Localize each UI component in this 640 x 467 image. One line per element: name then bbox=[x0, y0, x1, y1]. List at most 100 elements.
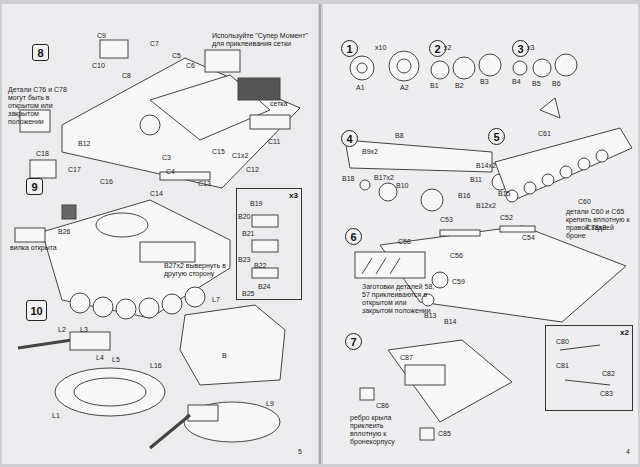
part-label: C11 bbox=[268, 138, 280, 146]
part-label: C7 bbox=[150, 40, 159, 48]
part-label: C78x2 bbox=[586, 224, 606, 232]
part-label: C17 bbox=[68, 166, 81, 174]
part-label: L1 bbox=[52, 412, 60, 420]
part-label: B15 bbox=[498, 190, 510, 198]
part-label: C80 bbox=[556, 338, 569, 346]
step-label: 1 bbox=[346, 43, 352, 55]
note-text: B27x2 вывернуть в другую сторону bbox=[164, 262, 228, 278]
part-label: L4 bbox=[96, 354, 104, 362]
part-label: C61 bbox=[538, 130, 551, 138]
part-label: C53 bbox=[440, 216, 453, 224]
part-label: B18 bbox=[342, 175, 354, 183]
part-label: вилка открыта bbox=[10, 244, 57, 252]
part-label: C87 bbox=[400, 354, 413, 362]
step-number: 10 bbox=[26, 300, 47, 321]
step-label: 3 bbox=[517, 43, 523, 55]
part-label: B25 bbox=[242, 290, 254, 298]
step-number: 3 bbox=[512, 40, 529, 57]
step-label: 6 bbox=[350, 231, 356, 243]
note-text: Используйте "Супер Момент" для приклеива… bbox=[212, 32, 312, 48]
step-number: 6 bbox=[345, 228, 362, 245]
part-label: B3 bbox=[480, 78, 489, 86]
step-label: 5 bbox=[493, 131, 499, 143]
part-label: B21 bbox=[242, 230, 254, 238]
part-label: A1 bbox=[356, 84, 365, 92]
part-label: x2 bbox=[444, 44, 451, 52]
part-label: B2 bbox=[455, 82, 464, 90]
step-label: 7 bbox=[350, 336, 356, 348]
part-label: B22 bbox=[254, 262, 266, 270]
part-label: C52 bbox=[500, 214, 513, 222]
step-number: 1 bbox=[341, 40, 358, 57]
part-label: C14 bbox=[150, 190, 163, 198]
part-label: A2 bbox=[400, 84, 409, 92]
step-label: 10 bbox=[30, 305, 42, 317]
note-text: ребро крыла приклеить вплотную к бронеко… bbox=[350, 414, 406, 446]
note-text: Детали C76 и C78 могут быть в открытом и… bbox=[8, 86, 68, 126]
part-label: сетка bbox=[270, 100, 287, 108]
part-label: B8 bbox=[395, 132, 404, 140]
part-label: C1x2 bbox=[232, 152, 248, 160]
part-label: L5 bbox=[112, 356, 120, 364]
part-label: x3 bbox=[527, 44, 534, 52]
note-text: Заготовки деталей 58, 57 приклеиваются в… bbox=[362, 283, 436, 315]
part-label: B13 bbox=[424, 312, 436, 320]
step-label: 2 bbox=[434, 43, 440, 55]
part-label: B14x2 bbox=[476, 162, 496, 170]
part-label: C15 bbox=[212, 148, 225, 156]
step-number: 7 bbox=[345, 333, 362, 350]
part-label: C13 bbox=[198, 180, 211, 188]
step-number: 8 bbox=[32, 44, 49, 61]
part-label: B bbox=[222, 352, 227, 360]
part-label: B24 bbox=[258, 283, 270, 291]
part-label: C10 bbox=[92, 62, 105, 70]
step-number: 4 bbox=[341, 130, 358, 147]
part-label: B4 bbox=[512, 78, 521, 86]
part-label: C56 bbox=[450, 252, 463, 260]
part-label: C5 bbox=[172, 52, 181, 60]
part-label: 4 bbox=[626, 448, 630, 456]
part-label: B19 bbox=[250, 200, 262, 208]
part-label: B12 bbox=[78, 140, 90, 148]
left-page bbox=[2, 4, 318, 464]
part-label: C59 bbox=[452, 278, 465, 286]
part-label: B23 bbox=[238, 256, 250, 264]
step-label: 8 bbox=[37, 47, 43, 59]
part-label: B11 bbox=[470, 176, 482, 184]
part-label: C9 bbox=[97, 32, 106, 40]
part-label: L9 bbox=[266, 400, 274, 408]
part-label: C12 bbox=[246, 166, 259, 174]
part-label: L16 bbox=[150, 362, 162, 370]
part-label: B10 bbox=[396, 182, 408, 190]
part-label: B6 bbox=[552, 80, 561, 88]
step-number: 2 bbox=[429, 40, 446, 57]
part-label: 5 bbox=[298, 448, 302, 456]
part-label: C8 bbox=[122, 72, 131, 80]
multiplier: x2 bbox=[620, 328, 629, 337]
part-label: B16 bbox=[458, 192, 470, 200]
part-label: B26 bbox=[58, 228, 70, 236]
part-label: B14 bbox=[444, 318, 456, 326]
step-number: 5 bbox=[488, 128, 505, 145]
part-label: C60 bbox=[578, 198, 591, 206]
part-label: C3 bbox=[162, 154, 171, 162]
part-label: C85 bbox=[438, 430, 451, 438]
part-label: L2 bbox=[58, 326, 66, 334]
part-label: C58 bbox=[398, 238, 411, 246]
part-label: C54 bbox=[522, 234, 535, 242]
part-label: L3 bbox=[80, 326, 88, 334]
step-number: 9 bbox=[26, 178, 43, 195]
gutter bbox=[319, 4, 321, 464]
step-label: 4 bbox=[346, 133, 352, 145]
part-label: B17x2 bbox=[374, 174, 394, 182]
part-label: C6 bbox=[186, 62, 195, 70]
step-label: 9 bbox=[31, 181, 37, 193]
part-label: C4 bbox=[166, 168, 175, 176]
part-label: B1 bbox=[430, 82, 439, 90]
part-label: x10 bbox=[375, 44, 386, 52]
part-label: B20 bbox=[238, 213, 250, 221]
part-label: C82 bbox=[602, 370, 615, 378]
right-page bbox=[323, 4, 638, 464]
part-label: C81 bbox=[556, 362, 569, 370]
